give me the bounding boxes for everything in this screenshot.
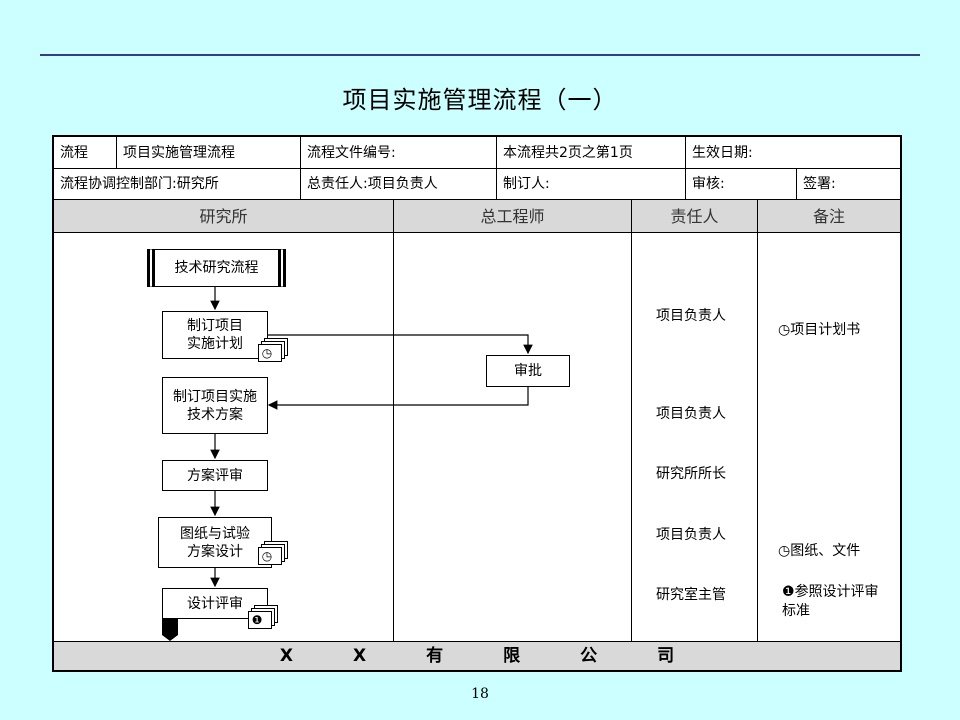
remark-3: ❶参照设计评审标准 — [782, 583, 882, 621]
responsible-4: 项目负责人 — [656, 527, 726, 543]
remark-1: ◷项目计划书 — [778, 321, 860, 340]
node-approval: 审批 — [486, 355, 570, 387]
arrow-n3-n4 — [267, 387, 529, 410]
page-title: 项目实施管理流程（一） — [342, 86, 618, 114]
numbered-circle-icon: ❶ — [782, 584, 795, 600]
document-clock-icon: ◷ — [258, 541, 290, 565]
remark-2: ◷图纸、文件 — [778, 542, 860, 561]
lane-header-institute: 研究所 — [54, 200, 394, 233]
node-tech-research-flow: 技术研究流程 — [147, 249, 286, 287]
node-scheme-review: 方案评审 — [162, 460, 268, 491]
node-make-tech-scheme: 制订项目实施 技术方案 — [162, 377, 268, 434]
chief-owner: 总责任人:项目负责人 — [301, 169, 497, 200]
remark-3-text: 参照设计评审标准 — [782, 584, 879, 619]
clock-icon: ◷ — [261, 549, 273, 563]
responsible-5: 研究室主管 — [656, 587, 726, 603]
remark-2-text: 图纸、文件 — [790, 543, 861, 559]
lane-chief-engineer — [394, 233, 632, 641]
flow-name: 项目实施管理流程 — [117, 137, 301, 169]
node-drawing-design: 图纸与试验 方案设计 — [158, 517, 272, 568]
lane-institute — [54, 233, 394, 641]
flow-connectors — [162, 287, 533, 641]
company-footer: XX有限公司 — [54, 641, 900, 670]
offpage-connector — [162, 619, 178, 641]
effective-date: 生效日期: — [686, 137, 900, 169]
page-number: 18 — [471, 686, 489, 702]
reviewer: 审核: — [686, 169, 797, 200]
top-rule — [40, 54, 920, 56]
flow-label: 流程 — [54, 137, 117, 169]
responsible-1: 项目负责人 — [656, 308, 726, 324]
node-design-review: 设计评审 — [162, 588, 268, 619]
clock-icon: ◷ — [778, 543, 791, 559]
lane-header-remarks: 备注 — [758, 200, 900, 233]
document-marker-icon: ❶ — [248, 605, 280, 629]
doc-number: 流程文件编号: — [301, 137, 497, 169]
clock-icon: ◷ — [261, 346, 273, 360]
clock-icon: ◷ — [778, 322, 791, 338]
numbered-circle-icon: ❶ — [251, 613, 263, 627]
lane-responsible — [632, 233, 758, 641]
signer: 签署: — [797, 169, 900, 200]
arrow-n2-n3 — [268, 334, 533, 355]
node-make-plan: 制订项目 实施计划 — [162, 311, 268, 359]
author: 制订人: — [497, 169, 686, 200]
responsible-3: 研究所所长 — [656, 466, 726, 482]
coordinating-dept: 流程协调控制部门:研究所 — [54, 169, 301, 200]
document-clock-icon: ◷ — [258, 338, 290, 362]
lane-header-responsible: 责任人 — [632, 200, 758, 233]
page-info: 本流程共2页之第1页 — [497, 137, 686, 169]
process-table: 流程 项目实施管理流程 流程文件编号: 本流程共2页之第1页 生效日期: 流程协… — [52, 135, 902, 672]
remark-1-text: 项目计划书 — [790, 322, 861, 338]
responsible-2: 项目负责人 — [656, 406, 726, 422]
lane-header-chief-engineer: 总工程师 — [394, 200, 632, 233]
